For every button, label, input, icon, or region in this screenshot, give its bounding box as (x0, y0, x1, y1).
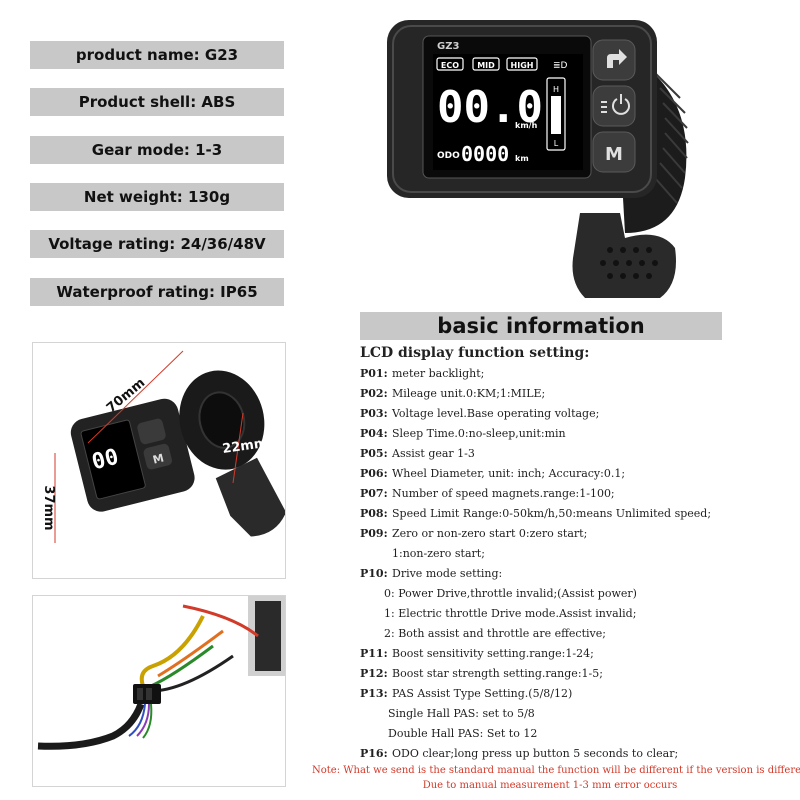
speed-unit: km/h (515, 121, 538, 130)
param-line: P12:Boost star strength setting.range:1-… (360, 667, 603, 680)
mode-button[interactable] (592, 131, 636, 173)
version-note: Note: What we send is the standard manua… (312, 765, 800, 776)
odo-unit: km (515, 154, 529, 163)
battery-low-label: L (554, 139, 559, 148)
param-line: P08:Speed Limit Range:0-50km/h,50:means … (360, 507, 712, 520)
mode-eco: ECO (441, 61, 459, 70)
mode-high: HIGH (511, 61, 534, 70)
param-line: Double Hall PAS: Set to 12 (388, 727, 538, 740)
odo-readout: 0000 (461, 142, 509, 166)
wiring-photo (32, 595, 288, 787)
param-line: P10:Drive mode setting: (360, 567, 503, 580)
spec-gear-mode: Gear mode: 1-3 (30, 136, 284, 164)
param-line: P02:Mileage unit.0:KM;1:MILE; (360, 387, 546, 400)
thumb-throttle-lever (572, 213, 676, 298)
odo-label: ODO (437, 151, 460, 161)
param-line: P07:Number of speed magnets.range:1-100; (360, 487, 615, 500)
diameter-dimension: 22mm (221, 436, 268, 457)
spec-net-weight: Net weight: 130g (30, 183, 284, 211)
height-dimension: 37mm (41, 485, 56, 530)
param-line: 1:non-zero start; (392, 547, 485, 560)
param-line: P13:PAS Assist Type Setting.(5/8/12) (360, 687, 573, 700)
spec-product-name: product name: G23 (30, 41, 284, 69)
display-device-illustration: GZ3 ECO MID HIGH ≣D 00.0 km/h H L ODO 00… (387, 20, 689, 298)
spec-product-shell: Product shell: ABS (30, 88, 284, 116)
battery-high-label: H (553, 85, 559, 94)
basic-information-heading: basic information (360, 312, 722, 340)
param-line: 1: Electric throttle Drive mode.Assist i… (384, 607, 637, 620)
param-line: P05:Assist gear 1-3 (360, 447, 475, 460)
param-line: P16:ODO clear;long press up button 5 sec… (360, 747, 679, 760)
param-line: P03:Voltage level.Base operating voltage… (360, 407, 600, 420)
model-label: GZ3 (437, 41, 459, 52)
param-line: P09:Zero or non-zero start 0:zero start; (360, 527, 588, 540)
up-arrow-icon (607, 49, 627, 68)
mode-mid: MID (477, 61, 495, 70)
svg-text:00: 00 (89, 445, 121, 476)
speed-readout: 00.0 (437, 82, 543, 133)
param-line: P11:Boost sensitivity setting.range:1-24… (360, 647, 594, 660)
power-light-icon (601, 94, 630, 115)
param-line: P01:meter backlight; (360, 367, 485, 380)
svg-text:M: M (152, 451, 166, 466)
param-line: P06:Wheel Diameter, unit: inch; Accuracy… (360, 467, 626, 480)
lcd-settings-title: LCD display function setting: (360, 345, 590, 361)
param-line: P04:Sleep Time.0:no-sleep,unit:min (360, 427, 566, 440)
measurement-note: Due to manual measurement 1-3 mm error o… (422, 780, 678, 791)
mode-button-label: M (605, 144, 623, 165)
headlight-icon: ≣D (553, 61, 568, 71)
spec-voltage-rating: Voltage rating: 24/36/48V (30, 230, 284, 258)
param-line: 0: Power Drive,throttle invalid;(Assist … (384, 587, 637, 600)
param-line: Single Hall PAS: set to 5/8 (388, 707, 535, 720)
battery-gauge (546, 77, 566, 151)
dimension-photo: 00 M 70mm 37mm 22mm (32, 342, 287, 579)
param-line: 2: Both assist and throttle are effectiv… (384, 627, 606, 640)
power-button[interactable] (592, 85, 636, 127)
spec-waterproof-rating: Waterproof rating: IP65 (30, 278, 284, 306)
